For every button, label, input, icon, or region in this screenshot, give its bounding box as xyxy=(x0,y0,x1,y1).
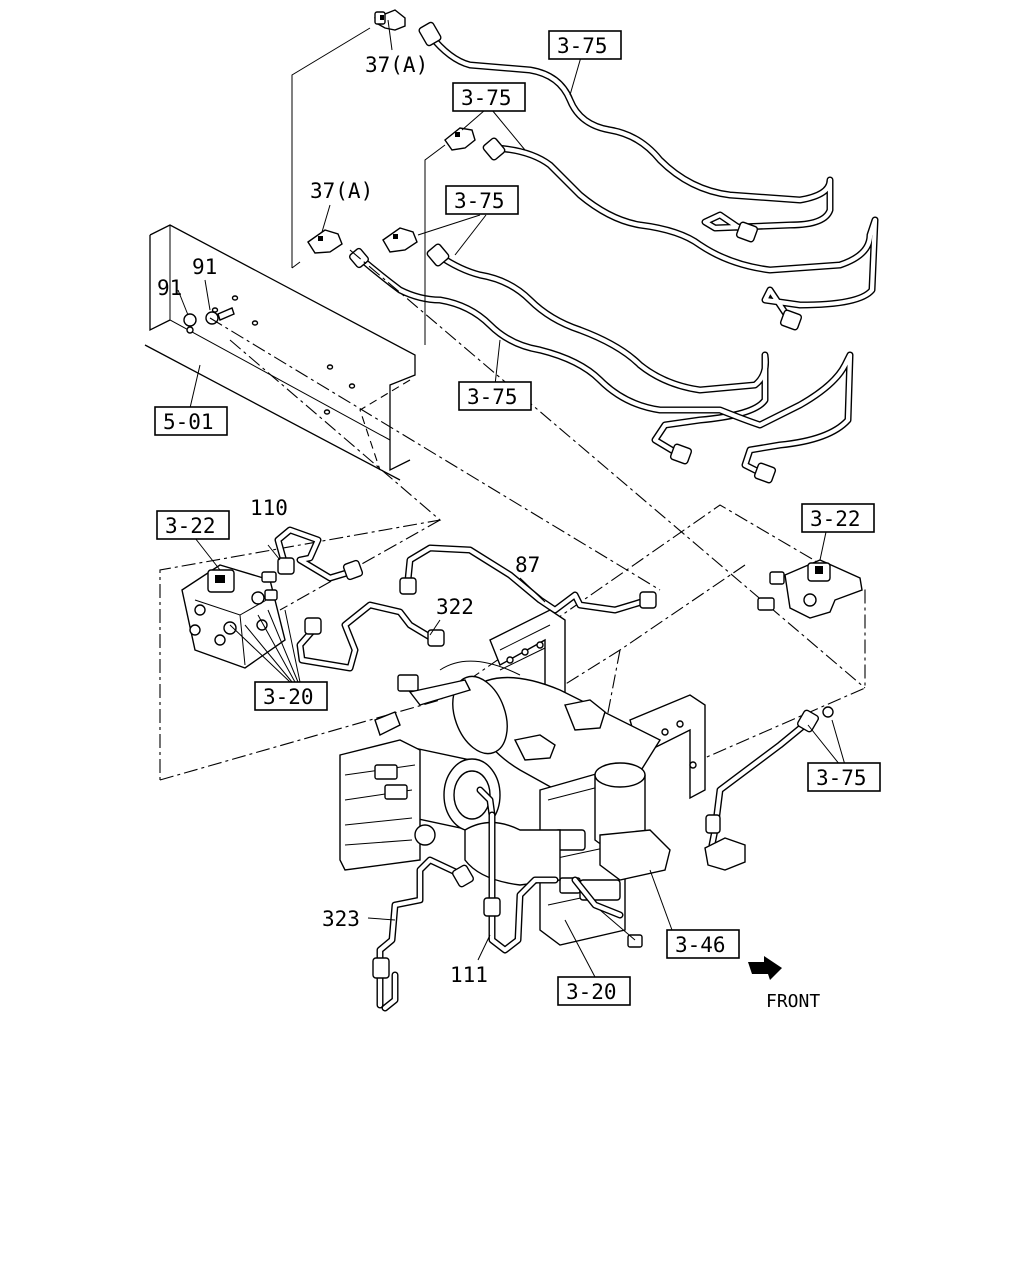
svg-text:3-75: 3-75 xyxy=(557,34,608,58)
leader-lines-lower xyxy=(194,531,846,978)
pipe-110 xyxy=(274,526,364,582)
label-front: FRONT xyxy=(766,991,820,1012)
ref-box-320-bottom: 3-20 xyxy=(557,976,631,1006)
tee-connector-37a-top xyxy=(374,9,406,31)
front-arrow-icon xyxy=(748,956,782,980)
tee-connector-upper xyxy=(444,127,476,151)
svg-text:3-75: 3-75 xyxy=(454,189,505,213)
svg-text:3-75: 3-75 xyxy=(461,86,512,110)
pipe-322 xyxy=(296,601,445,672)
label-110: 110 xyxy=(250,496,288,520)
label-91-a: 91 xyxy=(157,276,182,300)
guide-lines xyxy=(159,249,866,781)
ref-box-322-right: 3-22 xyxy=(801,503,875,533)
tee-connector-lower xyxy=(382,227,418,253)
ref-box-375-top: 3-75 xyxy=(548,30,622,60)
pipe-right-375 xyxy=(704,706,834,871)
svg-text:3-46: 3-46 xyxy=(675,933,726,957)
bolt-91-left xyxy=(183,313,197,334)
pipe-87 xyxy=(399,544,657,614)
brake-pipes-upper xyxy=(356,31,879,479)
svg-text:3-22: 3-22 xyxy=(165,514,216,538)
tee-connector-37a-mid xyxy=(307,229,343,254)
air-tank-assembly xyxy=(339,609,706,948)
label-111: 111 xyxy=(450,963,488,987)
label-37a-mid: 37(A) xyxy=(310,179,373,203)
frame-rail xyxy=(144,224,416,481)
svg-text:3-20: 3-20 xyxy=(566,980,617,1004)
ref-box-346: 3-46 xyxy=(666,929,740,959)
ref-box-375-right: 3-75 xyxy=(807,762,881,792)
svg-text:5-01: 5-01 xyxy=(163,410,214,434)
ref-box-322-left: 3-22 xyxy=(156,510,230,540)
relay-valve-right xyxy=(757,559,863,619)
label-91-b: 91 xyxy=(192,255,217,279)
leader-lines-upper xyxy=(177,19,582,409)
ref-box-320-left: 3-20 xyxy=(254,681,328,711)
svg-text:3-75: 3-75 xyxy=(816,766,867,790)
relay-valve-left xyxy=(181,564,286,669)
svg-text:3-75: 3-75 xyxy=(467,385,518,409)
label-323: 323 xyxy=(322,907,360,931)
ref-box-501: 5-01 xyxy=(154,406,228,436)
pipe-323 xyxy=(372,856,475,1012)
ref-box-375-lower: 3-75 xyxy=(458,381,532,411)
svg-text:3-20: 3-20 xyxy=(263,685,314,709)
ref-box-375-upper: 3-75 xyxy=(452,82,526,112)
pipe-111 xyxy=(483,811,559,954)
bolt-91-right xyxy=(205,307,235,325)
label-37a-top: 37(A) xyxy=(365,53,428,77)
ref-box-375-mid: 3-75 xyxy=(445,185,519,215)
svg-text:3-22: 3-22 xyxy=(810,507,861,531)
label-322: 322 xyxy=(436,595,474,619)
pipe-fittings-upper xyxy=(349,21,803,484)
label-87: 87 xyxy=(515,553,540,577)
